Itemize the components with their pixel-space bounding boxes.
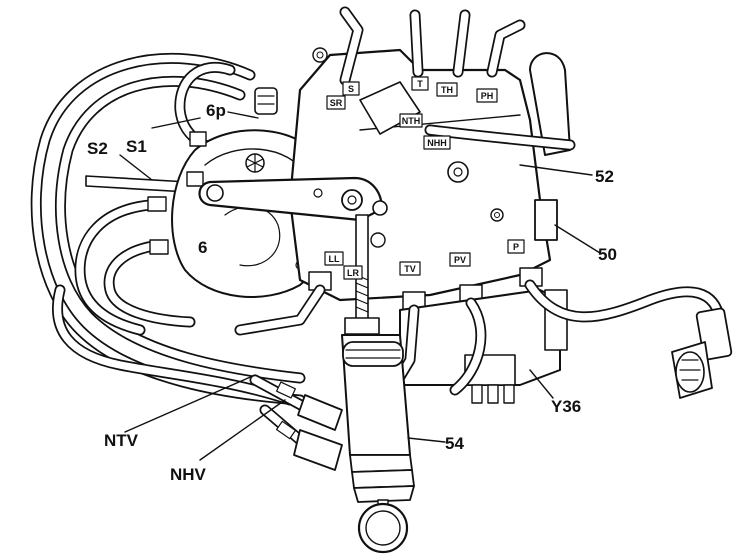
svg-text:PH: PH <box>481 91 494 101</box>
port-p: P <box>507 239 525 254</box>
port-lr: LR <box>343 265 363 280</box>
port-pv: PV <box>449 252 471 267</box>
fuel-distributor-52 <box>288 47 558 302</box>
port-th: TH <box>436 82 458 97</box>
svg-text:SR: SR <box>330 98 343 108</box>
svg-text:LL: LL <box>329 254 340 264</box>
callout-52: 52 <box>595 167 614 186</box>
svg-text:NTH: NTH <box>402 116 421 126</box>
return-line-right <box>524 279 733 399</box>
callout-6: 6 <box>198 238 207 257</box>
callout-s2: S2 <box>87 139 108 158</box>
ntv-nhv-connectors <box>249 374 343 471</box>
callout-nhv: NHV <box>170 465 207 484</box>
callout-6p: 6p <box>206 101 226 120</box>
port-sr: SR <box>326 95 346 110</box>
leader-lines <box>119 111 601 461</box>
callout-s1: S1 <box>126 137 147 156</box>
port-ll: LL <box>324 251 344 266</box>
port-s: S <box>342 81 360 96</box>
top-fuel-lines <box>339 6 576 156</box>
svg-text:NHH: NHH <box>427 138 447 148</box>
port-t: T <box>411 76 429 91</box>
port-nhh: NHH <box>423 135 451 150</box>
callout-50: 50 <box>598 245 617 264</box>
port-tv: TV <box>399 261 421 276</box>
bracket-50 <box>534 199 558 241</box>
callout-54: 54 <box>445 434 464 453</box>
svg-text:TH: TH <box>441 85 453 95</box>
svg-text:P: P <box>513 242 519 252</box>
port-ph: PH <box>476 88 498 103</box>
hose-bundle-left <box>30 53 306 406</box>
port-labels: SR S T TH PH NTH NHH LL <box>324 76 525 280</box>
svg-text:LR: LR <box>347 268 359 278</box>
svg-text:T: T <box>417 79 423 89</box>
svg-text:S: S <box>348 84 354 94</box>
fitting-6p <box>254 87 278 115</box>
port-nth: NTH <box>399 113 423 128</box>
svg-text:PV: PV <box>454 255 466 265</box>
svg-text:TV: TV <box>404 264 416 274</box>
lever-arm <box>198 176 388 222</box>
callout-labels: S2 S1 6p 52 50 6 Y36 54 NTV NHV <box>87 101 617 484</box>
callout-y36: Y36 <box>551 397 581 416</box>
callout-ntv: NTV <box>104 431 139 450</box>
